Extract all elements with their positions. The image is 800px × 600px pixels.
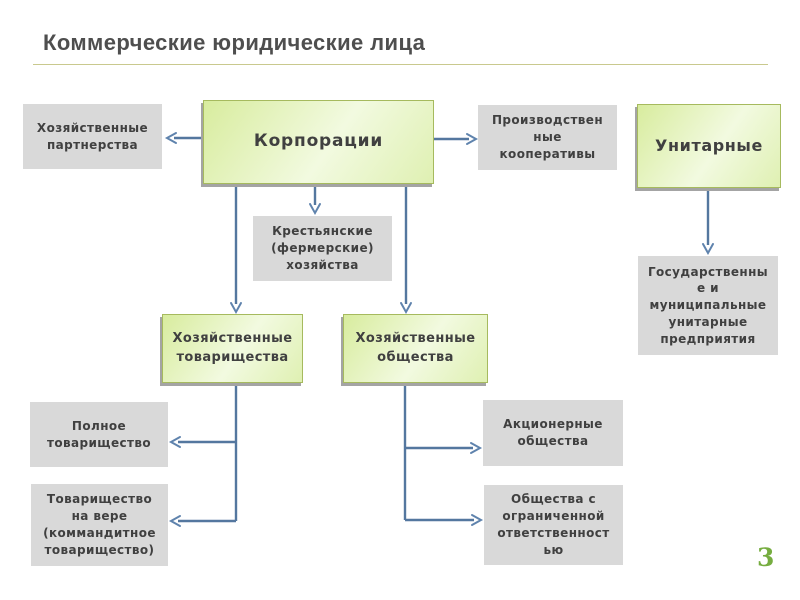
node-limited-liability-companies: Общества с ограниченной ответственност ь…: [484, 485, 623, 565]
connector-obshchestva-to-llc: [405, 514, 484, 526]
node-corporations-label: Корпорации: [253, 131, 384, 152]
page-number: 3: [757, 543, 775, 572]
node-joint-stock-companies-label: Акционерные общества: [503, 417, 603, 448]
connector-corporations-to-obshchestva: [400, 184, 412, 315]
node-production-cooperatives-label: Производствен ные кооперативы: [491, 113, 604, 161]
node-limited-partnership-label: Товарищество на вере (коммандитное товар…: [43, 492, 156, 557]
node-joint-stock-companies: Акционерные общества: [483, 400, 623, 466]
connector-corporations-to-farms: [309, 184, 321, 216]
node-unitary: Унитарные: [637, 104, 781, 188]
node-full-partnership-label: Полное товарищество: [47, 418, 151, 450]
node-corporations: Корпорации: [203, 100, 434, 184]
node-peasant-farms-label: Крестьянские (фермерские) хозяйства: [271, 224, 374, 272]
node-unitary-label: Унитарные: [655, 135, 763, 155]
connector-corporations-to-partnerships: [164, 132, 203, 144]
node-economic-obshchestva: Хозяйственные общества: [343, 314, 488, 383]
connector-tovarishchestva-to-limited-partnership: [168, 515, 236, 527]
node-full-partnership: Полное товарищество: [30, 402, 168, 467]
node-economic-tovarishchestva: Хозяйственные товарищества: [162, 314, 303, 383]
node-peasant-farms: Крестьянские (фермерские) хозяйства: [253, 216, 392, 281]
title-underline: [33, 64, 768, 65]
node-economic-tovarishchestva-label: Хозяйственные товарищества: [172, 331, 293, 365]
node-state-unitary-enterprises: Государственны е и муниципальные унитарн…: [638, 256, 778, 355]
node-limited-liability-companies-label: Общества с ограниченной ответственност ь…: [497, 492, 610, 557]
node-limited-partnership: Товарищество на вере (коммандитное товар…: [31, 484, 168, 566]
slide-title: Коммерческие юридические лица: [43, 30, 426, 55]
node-economic-partnerships-label: Хозяйственные партнерства: [36, 120, 149, 152]
node-economic-partnerships: Хозяйственные партнерства: [23, 104, 162, 169]
connector-obshchestva-to-joint-stock: [405, 442, 483, 454]
connector-tovarishchestva-to-full-partnership: [168, 436, 236, 448]
connector-corporations-to-cooperatives: [433, 133, 479, 145]
node-economic-obshchestva-label: Хозяйственные общества: [355, 331, 476, 365]
node-production-cooperatives: Производствен ные кооперативы: [478, 105, 617, 170]
connector-unitary-to-state-unitary: [702, 188, 714, 256]
connector-corporations-to-tovarishchestva: [230, 184, 242, 315]
node-state-unitary-enterprises-label: Государственны е и муниципальные унитарн…: [647, 264, 769, 346]
